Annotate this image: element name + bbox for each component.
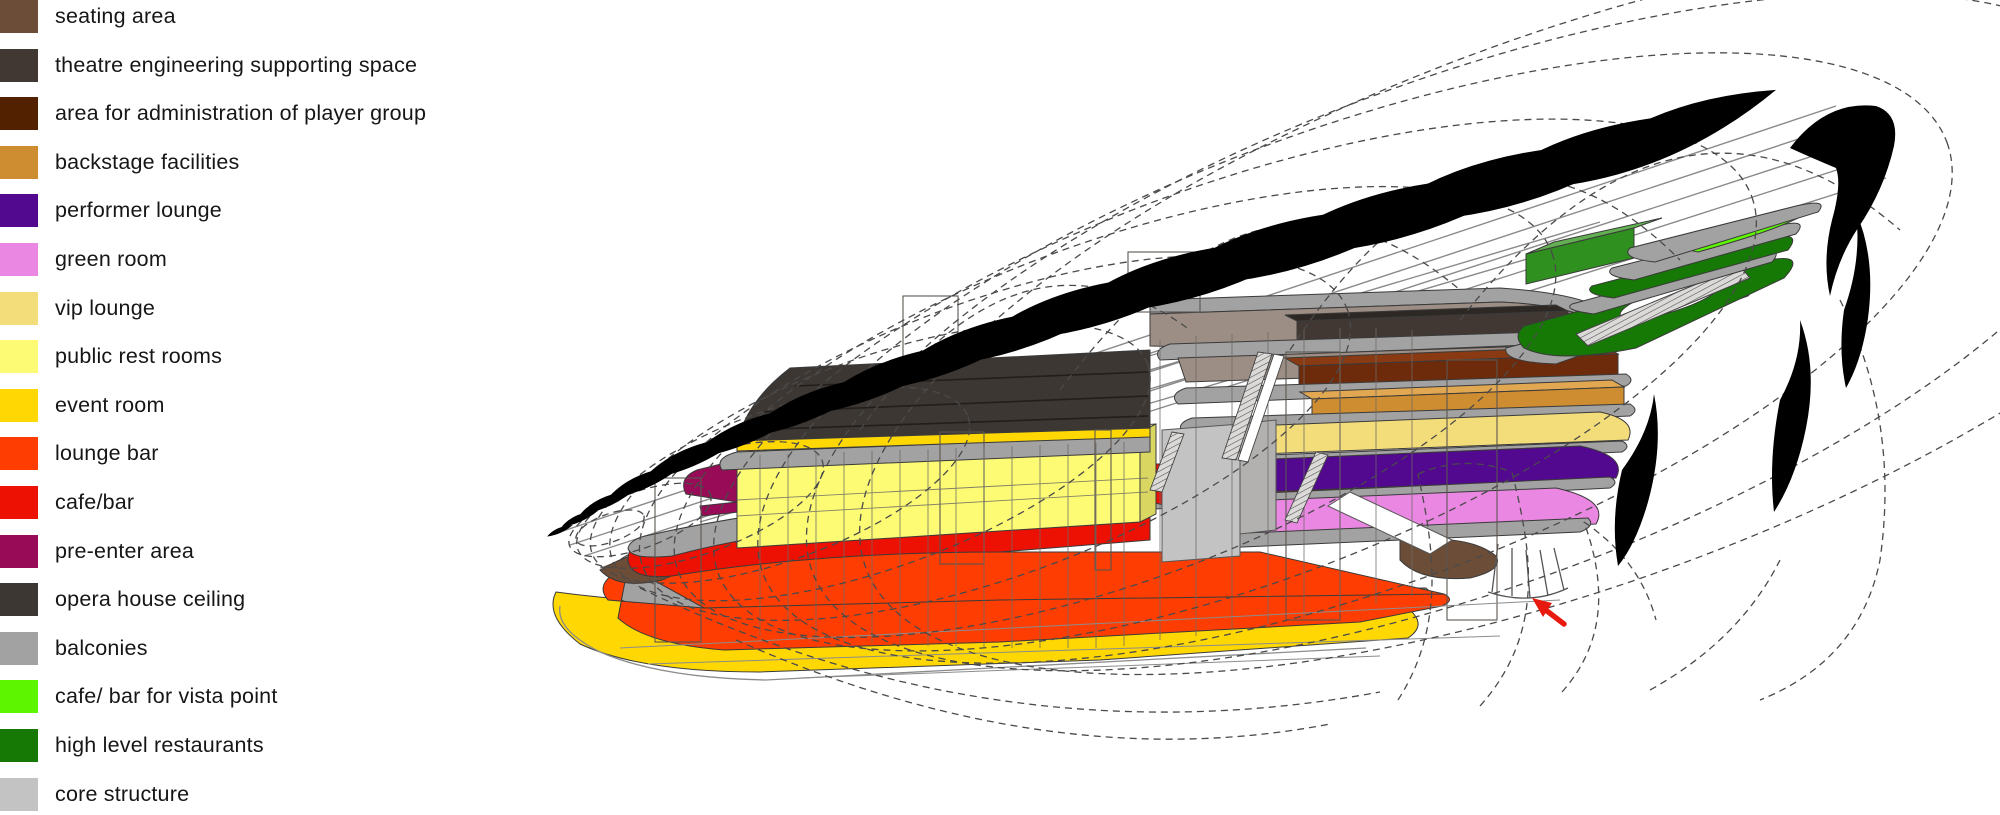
entry-arrow-icon xyxy=(1532,598,1567,627)
escalator-strip xyxy=(1149,431,1185,493)
legend-label: cafe/ bar for vista point xyxy=(55,684,278,709)
legend-row: backstage facilities xyxy=(0,145,426,179)
legend-row: lounge bar xyxy=(0,437,426,471)
legend-color-swatch xyxy=(0,242,38,276)
legend-label: public rest rooms xyxy=(55,344,223,369)
legend-label: area for administration of player group xyxy=(55,101,427,126)
legend: seating area theatre engineering support… xyxy=(0,0,426,815)
legend-row: opera house ceiling xyxy=(0,583,426,617)
deck-vip-lounge xyxy=(1199,411,1631,457)
legend-row: core structure xyxy=(0,777,426,811)
wireframe-frames xyxy=(654,251,1498,643)
legend-row: cafe/bar xyxy=(0,485,426,519)
legend-label: theatre engineering supporting space xyxy=(55,52,418,77)
legend-color-swatch xyxy=(0,631,38,665)
legend-row: public rest rooms xyxy=(0,340,426,374)
legend-color-swatch xyxy=(0,583,38,617)
legend-label: opera house ceiling xyxy=(55,587,246,612)
legend-label: high level restaurants xyxy=(55,732,264,757)
shell-crescents xyxy=(1614,105,1896,566)
legend-label: event room xyxy=(55,392,165,417)
legend-color-swatch xyxy=(0,97,38,131)
legend-label: core structure xyxy=(55,781,190,806)
legend-row: theatre engineering supporting space xyxy=(0,48,426,82)
legend-color-swatch xyxy=(0,728,38,762)
legend-row: area for administration of player group xyxy=(0,97,427,131)
legend-label: performer lounge xyxy=(55,198,222,223)
legend-label: pre-enter area xyxy=(55,538,195,563)
legend-label: balconies xyxy=(55,635,148,660)
legend-color-swatch xyxy=(0,0,38,33)
balcony-rim-upper xyxy=(719,435,1151,471)
legend-row: seating area xyxy=(0,0,426,33)
legend-color-swatch xyxy=(0,291,38,325)
legend-color-swatch xyxy=(0,485,38,519)
facade-mullions xyxy=(736,328,1413,648)
legend-color-swatch xyxy=(0,777,38,811)
restaurant-decks xyxy=(1505,202,1822,365)
legend-color-swatch xyxy=(0,145,38,179)
legend-label: seating area xyxy=(55,4,176,28)
escalators xyxy=(1149,351,1329,524)
legend-color-swatch xyxy=(0,340,38,374)
legend-row: balconies xyxy=(0,631,426,665)
escalator-strip xyxy=(1284,451,1329,524)
legend-row: vip lounge xyxy=(0,291,426,325)
legend-row: pre-enter area xyxy=(0,534,426,568)
ground-lines xyxy=(619,599,1561,679)
legend-row: green room xyxy=(0,242,426,276)
legend-label: vip lounge xyxy=(55,295,156,320)
legend-label: backstage facilities xyxy=(55,149,240,174)
legend-label: lounge bar xyxy=(55,441,159,466)
legend-color-swatch xyxy=(0,388,38,422)
legend-color-swatch xyxy=(0,680,38,714)
entry-ramp xyxy=(1326,491,1454,555)
escalator-restaurant xyxy=(1575,265,1751,347)
legend-row: cafe/ bar for vista point xyxy=(0,680,426,714)
escalator-strip xyxy=(1221,351,1273,461)
legend-color-swatch xyxy=(0,534,38,568)
legend-label: cafe/bar xyxy=(55,489,135,514)
legend-color-swatch xyxy=(0,437,38,471)
legend-color-swatch xyxy=(0,48,38,82)
plinth-line xyxy=(559,605,1367,681)
legend-row: performer lounge xyxy=(0,194,426,228)
legend-row: high level restaurants xyxy=(0,728,426,762)
legend-label: green room xyxy=(55,246,167,271)
core-structure xyxy=(1161,419,1277,563)
legend-color-swatch xyxy=(0,194,38,228)
legend-row: event room xyxy=(0,388,426,422)
